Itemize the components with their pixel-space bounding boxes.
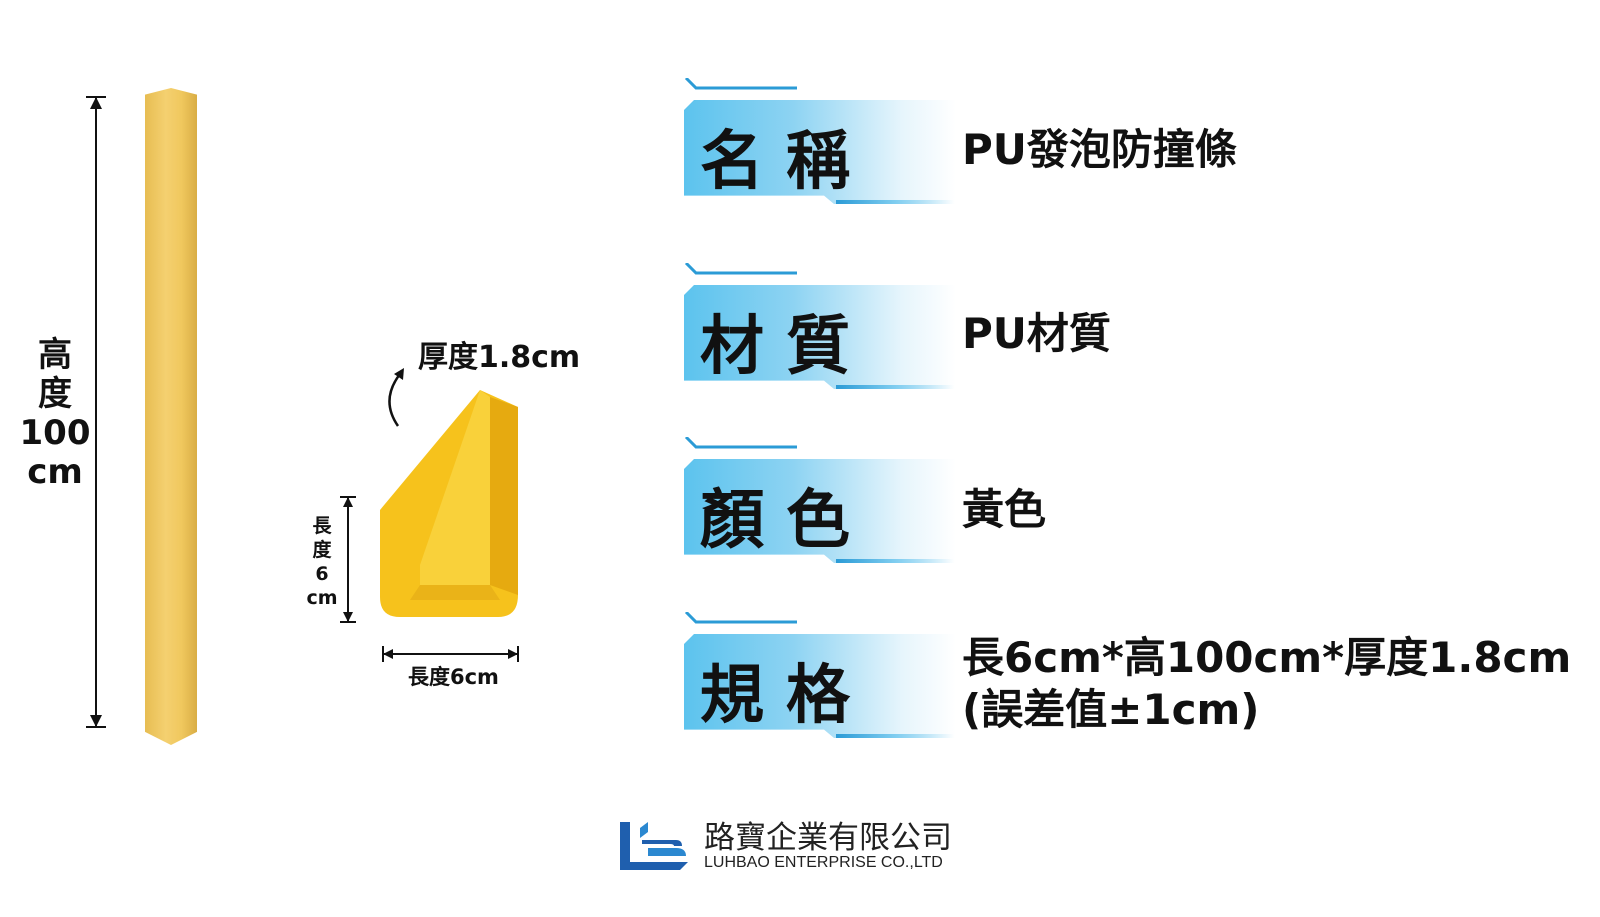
side-length-line: cm [306, 587, 338, 609]
spec-label-text: 材質 [700, 310, 872, 384]
height-label-line: 高 [38, 335, 72, 375]
height-label-line: cm [27, 452, 83, 492]
spec-value-material: PU材質 [962, 308, 1111, 360]
decor-line [684, 612, 797, 624]
side-length-line: 長 [312, 515, 332, 537]
curved-arrow-icon [388, 368, 404, 427]
spec-value-line: (誤差值±1cm) [962, 685, 1260, 734]
decor-line [684, 263, 797, 275]
bottom-length-arrow [382, 646, 519, 662]
spec-label-size: 規格 [684, 612, 956, 738]
spec-value-line: 長6cm*高100cm*厚度1.8cm [962, 633, 1572, 682]
side-length-arrow [340, 496, 356, 623]
corner-piece-image [380, 390, 518, 617]
spec-label-name: 名稱 [684, 78, 956, 204]
spec-label-material: 材質 [684, 263, 956, 389]
spec-value-name: PU發泡防撞條 [962, 124, 1237, 176]
height-dimension-arrow [86, 96, 106, 728]
spec-label-text: 顏色 [700, 484, 872, 558]
decor-line [684, 437, 797, 449]
decor-line [684, 78, 797, 90]
side-length-line: 度 [312, 539, 332, 561]
spec-value-size: 長6cm*高100cm*厚度1.8cm (誤差值±1cm) [962, 632, 1571, 736]
spec-value-line: 黃色 [962, 485, 1047, 534]
height-label-line: 100 [19, 413, 91, 453]
product-bar-image [145, 88, 197, 745]
company-logo-icon [620, 822, 688, 870]
height-label-line: 度 [38, 374, 72, 414]
spec-label-color: 顏色 [684, 437, 956, 563]
height-label: 高 度 100 cm [15, 336, 95, 492]
side-length-label: 長 度 6 cm [302, 514, 342, 610]
side-length-line: 6 [315, 563, 329, 585]
company-name-en: LUHBAO ENTERPRISE CO.,LTD [704, 854, 943, 871]
spec-value-line: PU材質 [962, 309, 1111, 358]
spec-label-text: 名稱 [700, 125, 872, 199]
spec-value-line: PU發泡防撞條 [962, 125, 1237, 174]
spec-label-text: 規格 [700, 659, 872, 733]
bottom-length-label: 長度6cm [408, 665, 499, 689]
thickness-label: 厚度1.8cm [418, 340, 581, 375]
company-name-zh: 路寶企業有限公司 [704, 820, 952, 856]
spec-value-color: 黃色 [962, 484, 1046, 536]
